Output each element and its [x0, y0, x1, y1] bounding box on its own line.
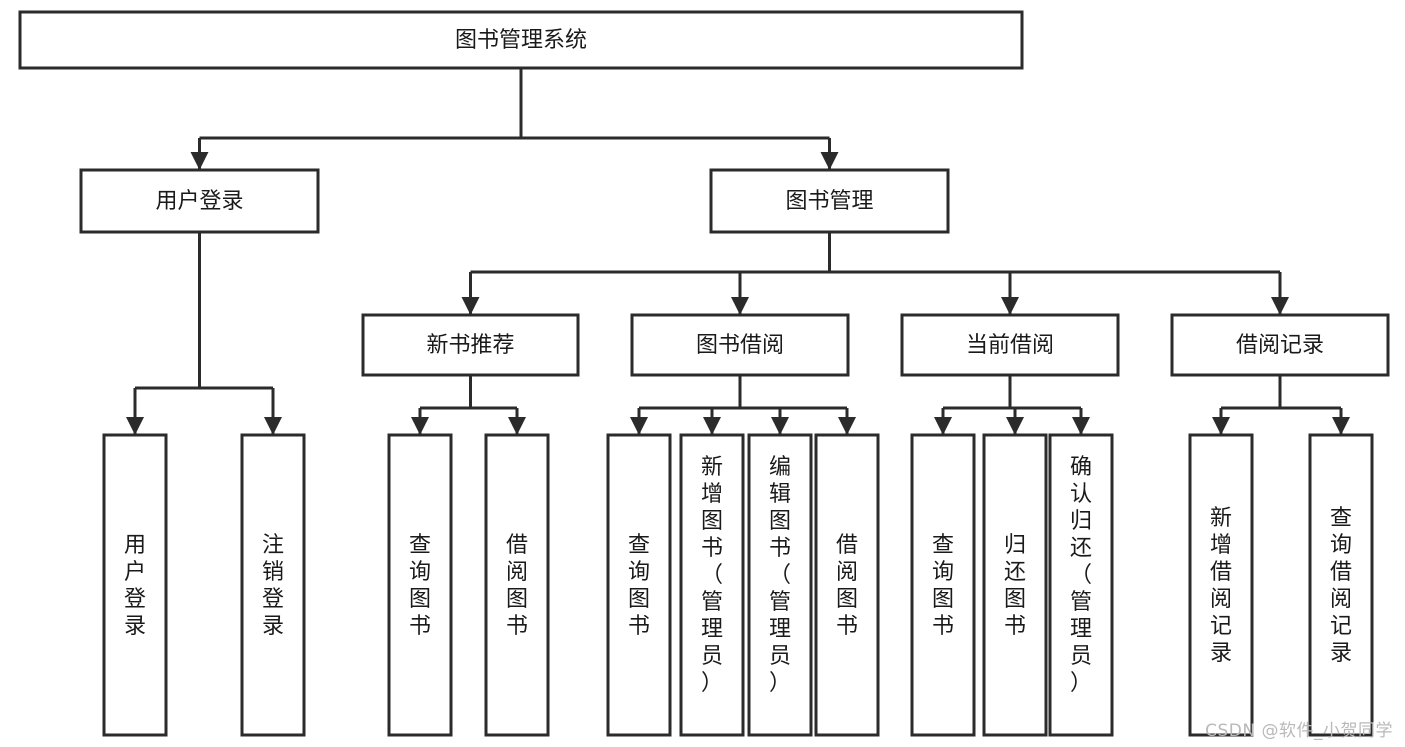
borrow-to-leaves-arrow-0 [630, 417, 648, 435]
node-borrow-records-box [1170, 313, 1390, 377]
node-leaf-logout-login-box [240, 433, 306, 737]
node-leaf-return-book[interactable]: 归还图书 [982, 433, 1048, 737]
node-leaf-query-book-current-label: 查询图书 [932, 533, 954, 639]
node-leaf-borrow-book-recommend-label: 借阅图书 [506, 533, 528, 639]
borrow-to-leaves-arrow-1 [703, 417, 721, 435]
node-leaf-query-book-recommend-label: 查询图书 [409, 533, 431, 639]
node-leaf-borrow-book-label: 借阅图书 [836, 533, 858, 639]
node-root-root-label: 图书管理系统 [455, 28, 587, 53]
node-borrow-records[interactable]: 借阅记录 [1170, 313, 1390, 377]
node-leaf-confirm-return-label: 确认归还（管理员） [1070, 455, 1092, 696]
node-leaf-query-book-current-box [910, 433, 976, 737]
node-leaf-add-borrow-record[interactable]: 新增借阅记录 [1188, 433, 1254, 737]
node-current-borrow-label: 当前借阅 [966, 333, 1054, 358]
edges-layer [126, 68, 1350, 435]
node-leaf-return-book-label: 归还图书 [1004, 533, 1026, 639]
node-leaf-borrow-book[interactable]: 借阅图书 [814, 433, 880, 737]
node-leaf-query-book-borrow-box [606, 433, 672, 737]
node-leaf-query-borrow-record-label: 查询借阅记录 [1330, 506, 1352, 666]
node-leaf-logout-login-label: 注销登录 [262, 533, 284, 639]
current-to-leaves-arrow-1 [1006, 417, 1024, 435]
node-leaf-confirm-return[interactable]: 确认归还（管理员） [1048, 433, 1114, 737]
node-leaf-add-borrow-record-label: 新增借阅记录 [1210, 506, 1232, 666]
node-new-book-recommend-box [361, 313, 580, 377]
node-leaf-user-login-label: 用户登录 [124, 533, 146, 639]
node-leaf-borrow-book-recommend-box [484, 433, 550, 737]
node-book-management[interactable]: 图书管理 [709, 168, 950, 234]
borrow-to-leaves-arrow-2 [771, 417, 789, 435]
bookmgmt-to-level3-arrow-0 [461, 297, 480, 315]
records-to-leaves-arrow-0 [1212, 417, 1230, 435]
node-borrow-records-label: 借阅记录 [1236, 333, 1324, 358]
userlogin-to-leaves-arrow-1 [264, 417, 282, 435]
node-leaf-user-login[interactable]: 用户登录 [102, 433, 168, 737]
borrow-to-leaves-arrow-3 [838, 417, 856, 435]
root-to-level2-arrow-0 [190, 152, 209, 170]
node-user-login-label: 用户登录 [155, 189, 243, 214]
node-leaf-return-book-box [982, 433, 1048, 737]
node-leaf-borrow-book-box [814, 433, 880, 737]
root-to-level2-arrow-1 [820, 152, 839, 170]
userlogin-to-leaves-arrow-0 [126, 417, 144, 435]
node-book-borrow[interactable]: 图书借阅 [630, 313, 850, 377]
bookmgmt-to-level3-arrow-3 [1271, 297, 1289, 315]
node-leaf-query-book-borrow-label: 查询图书 [628, 533, 650, 639]
recommend-to-leaves-arrow-1 [508, 417, 526, 435]
node-leaf-edit-book-label: 编辑图书（管理员） [769, 455, 791, 696]
node-user-login[interactable]: 用户登录 [79, 168, 320, 234]
node-book-management-label: 图书管理 [785, 189, 873, 214]
node-leaf-confirm-return-box [1048, 433, 1114, 737]
node-leaf-add-book-label: 新增图书（管理员） [701, 455, 723, 696]
node-current-borrow-box [900, 313, 1120, 377]
node-leaf-query-book-borrow[interactable]: 查询图书 [606, 433, 672, 737]
node-root-root-box [18, 10, 1024, 70]
node-leaf-logout-login[interactable]: 注销登录 [240, 433, 306, 737]
current-to-leaves-arrow-2 [1072, 417, 1090, 435]
node-root-root[interactable]: 图书管理系统 [18, 10, 1024, 70]
node-new-book-recommend-label: 新书推荐 [426, 333, 514, 358]
node-leaf-borrow-book-recommend[interactable]: 借阅图书 [484, 433, 550, 737]
node-user-login-box [79, 168, 320, 234]
bookmgmt-to-level3-arrow-2 [1001, 297, 1019, 315]
node-current-borrow[interactable]: 当前借阅 [900, 313, 1120, 377]
node-leaf-query-book-recommend-box [387, 433, 453, 737]
node-leaf-edit-book-box [747, 433, 813, 737]
node-leaf-edit-book[interactable]: 编辑图书（管理员） [747, 433, 813, 737]
node-leaf-user-login-box [102, 433, 168, 737]
node-new-book-recommend[interactable]: 新书推荐 [361, 313, 580, 377]
records-to-leaves-arrow-1 [1332, 417, 1350, 435]
node-leaf-query-borrow-record[interactable]: 查询借阅记录 [1308, 433, 1374, 737]
nodes-layer: 图书管理系统用户登录图书管理新书推荐图书借阅当前借阅借阅记录用户登录注销登录查询… [18, 10, 1390, 737]
node-leaf-add-book-box [679, 433, 745, 737]
current-to-leaves-arrow-0 [934, 417, 952, 435]
node-leaf-add-borrow-record-box [1188, 433, 1254, 737]
node-leaf-add-book[interactable]: 新增图书（管理员） [679, 433, 745, 737]
node-book-management-box [709, 168, 950, 234]
node-book-borrow-box [630, 313, 850, 377]
node-leaf-query-book-recommend[interactable]: 查询图书 [387, 433, 453, 737]
node-book-borrow-label: 图书借阅 [696, 333, 784, 358]
csdn-watermark: CSDN @软件_小贺同学 [1205, 721, 1393, 741]
node-leaf-query-borrow-record-box [1308, 433, 1374, 737]
recommend-to-leaves-arrow-0 [411, 417, 429, 435]
bookmgmt-to-level3-arrow-1 [731, 297, 749, 315]
node-leaf-query-book-current[interactable]: 查询图书 [910, 433, 976, 737]
